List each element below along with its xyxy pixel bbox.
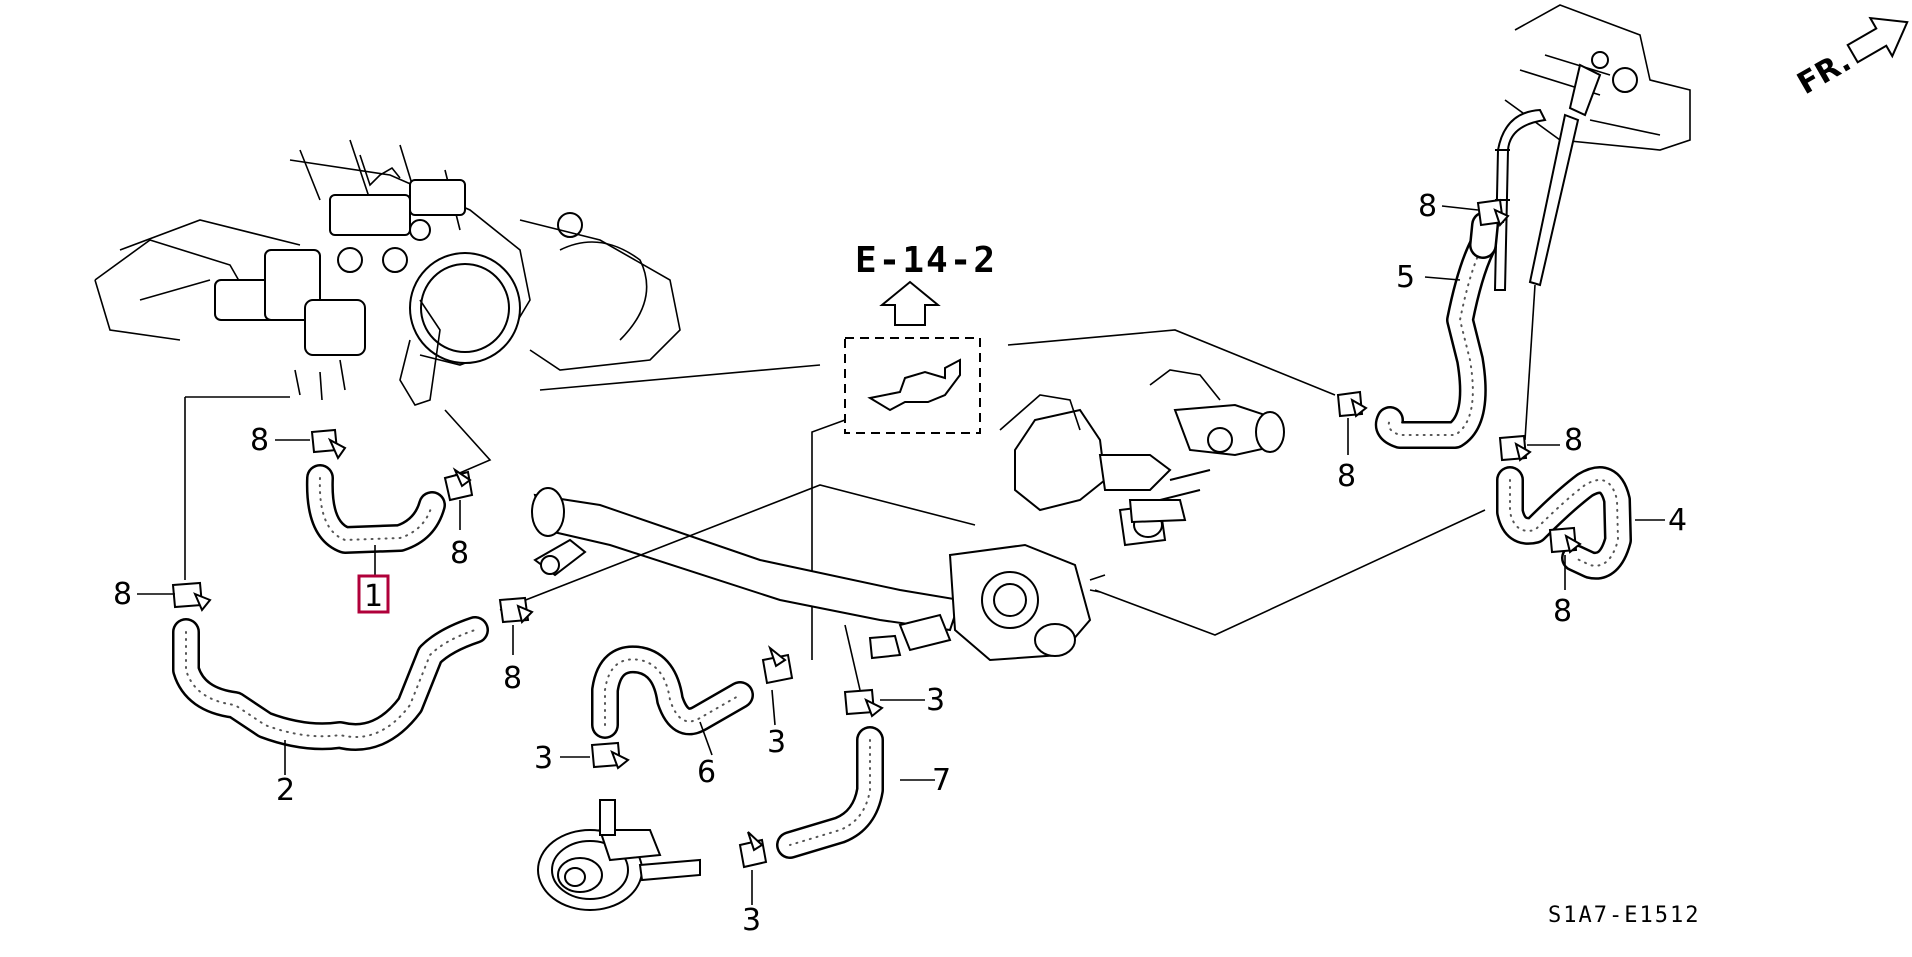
clamp-8-hose5-top bbox=[1476, 198, 1510, 227]
callout-part-3[interactable]: 3 bbox=[926, 683, 945, 718]
callout-part-7[interactable]: 7 bbox=[932, 763, 951, 798]
hose-4 bbox=[1496, 466, 1632, 580]
actuator-assembly bbox=[537, 799, 701, 911]
callout-part-8[interactable]: 8 bbox=[250, 423, 269, 458]
throttle-body-assembly bbox=[94, 139, 681, 406]
callout-part-8[interactable]: 8 bbox=[1337, 459, 1356, 494]
clamp-3-actuator-top bbox=[590, 741, 630, 770]
arrow-up-icon bbox=[879, 280, 941, 326]
callout-part-8[interactable]: 8 bbox=[1564, 423, 1583, 458]
hose-7 bbox=[776, 726, 884, 859]
callout-part-5[interactable]: 5 bbox=[1396, 260, 1415, 295]
water-pipe-assembly bbox=[531, 369, 1285, 662]
callout-part-8[interactable]: 8 bbox=[503, 661, 522, 696]
clamp-3-actuator-side bbox=[738, 831, 768, 869]
callout-part-1[interactable]: 1 bbox=[364, 579, 383, 614]
callout-part-8[interactable]: 8 bbox=[1418, 189, 1437, 224]
callout-part-3[interactable]: 3 bbox=[767, 725, 786, 760]
hose-1 bbox=[305, 464, 446, 554]
callout-part-3[interactable]: 3 bbox=[534, 741, 553, 776]
clamp-8-hose4-top bbox=[1498, 434, 1532, 462]
callout-part-6[interactable]: 6 bbox=[697, 755, 716, 790]
clamp-8-center-left bbox=[498, 596, 534, 624]
reference-box: E-14-2 bbox=[844, 240, 997, 434]
callout-part-3[interactable]: 3 bbox=[742, 903, 761, 938]
diagram-code: S1A7-E1512 bbox=[1548, 903, 1700, 928]
highlight-box-part-1 bbox=[357, 574, 390, 614]
hose-5 bbox=[1374, 231, 1497, 449]
clamp-3-hose6-right bbox=[761, 645, 794, 685]
callout-part-2[interactable]: 2 bbox=[276, 773, 295, 808]
hose-6 bbox=[591, 645, 754, 739]
clamp-3-hose7-top bbox=[843, 688, 884, 718]
arrow-right-icon bbox=[1846, 16, 1909, 64]
callout-part-8[interactable]: 8 bbox=[1553, 594, 1572, 629]
clamp-8-hose4-bottom bbox=[1548, 526, 1582, 554]
callout-part-8[interactable]: 8 bbox=[450, 536, 469, 571]
front-direction-indicator: FR. bbox=[1792, 16, 1909, 102]
clamp-8-left bbox=[171, 581, 212, 612]
reference-label: E-14-2 bbox=[855, 240, 997, 281]
small-hose-top-right bbox=[1469, 211, 1499, 259]
front-label: FR. bbox=[1792, 44, 1858, 102]
cylinder-head-cover bbox=[1493, 4, 1691, 291]
clamp-8-hose5-bottom bbox=[1336, 390, 1368, 418]
callout-part-8[interactable]: 8 bbox=[113, 577, 132, 612]
callout-part-4[interactable]: 4 bbox=[1668, 503, 1687, 538]
clamp-8-throttle-right bbox=[443, 467, 474, 502]
clamp-8-throttle-top bbox=[310, 428, 347, 461]
hose-2 bbox=[172, 616, 489, 751]
